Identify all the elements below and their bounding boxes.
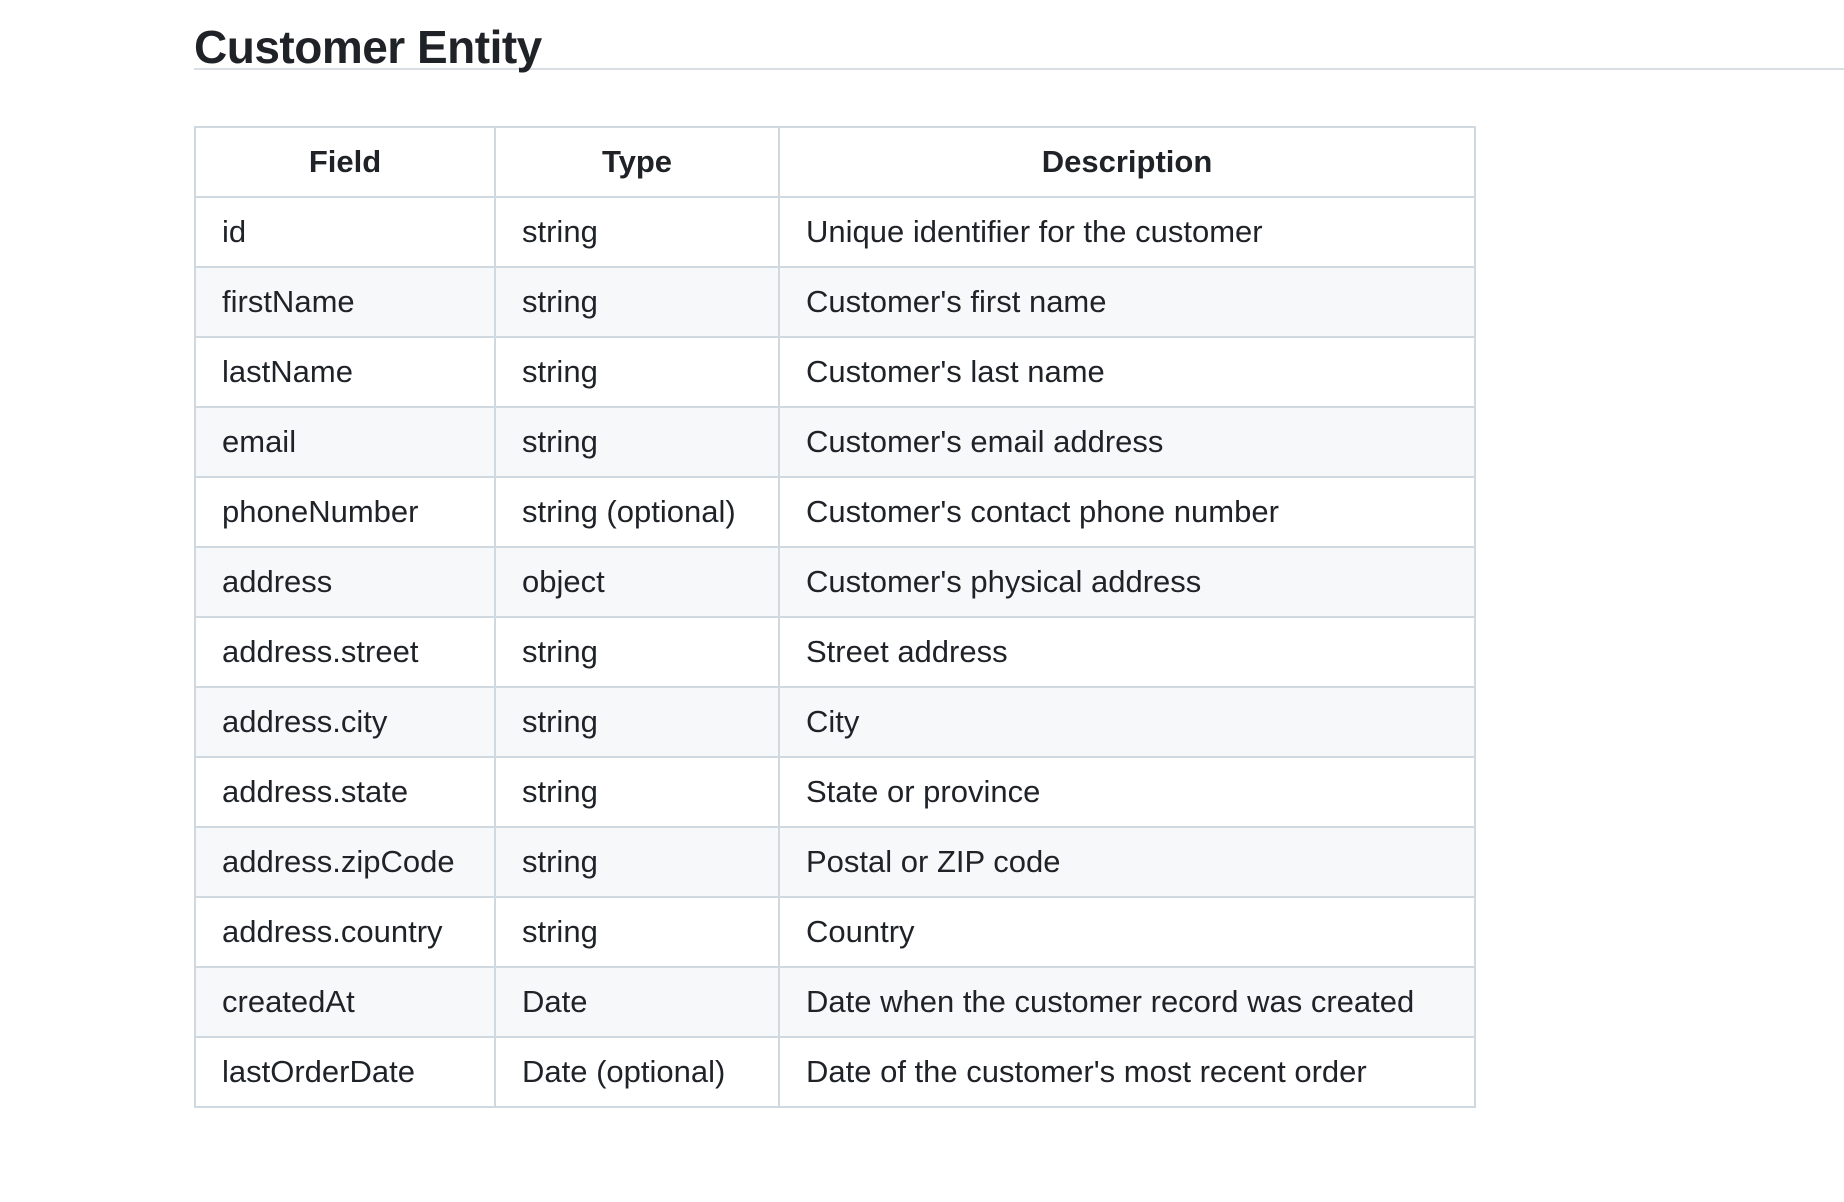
document: Customer Entity Field Type Description i…	[194, 0, 1844, 1108]
page-title: Customer Entity	[194, 0, 1844, 72]
cell-type: Date	[494, 966, 780, 1038]
table-row: lastName string Customer's last name	[194, 336, 1476, 408]
cell-field: lastName	[194, 336, 496, 408]
table-row: address.state string State or province	[194, 756, 1476, 828]
cell-type: string	[494, 336, 780, 408]
cell-field: lastOrderDate	[194, 1036, 496, 1108]
table-row: email string Customer's email address	[194, 406, 1476, 478]
table-row: address.street string Street address	[194, 616, 1476, 688]
cell-field: address.zipCode	[194, 826, 496, 898]
cell-field: address.street	[194, 616, 496, 688]
header-field: Field	[194, 126, 496, 198]
cell-description: Postal or ZIP code	[778, 826, 1476, 898]
table-row: id string Unique identifier for the cust…	[194, 196, 1476, 268]
cell-field: address.city	[194, 686, 496, 758]
cell-type: string	[494, 826, 780, 898]
cell-field: phoneNumber	[194, 476, 496, 548]
cell-type: string	[494, 406, 780, 478]
cell-field: firstName	[194, 266, 496, 338]
cell-type: Date (optional)	[494, 1036, 780, 1108]
cell-description: Customer's contact phone number	[778, 476, 1476, 548]
table-row: firstName string Customer's first name	[194, 266, 1476, 338]
cell-type: string	[494, 616, 780, 688]
cell-description: Customer's last name	[778, 336, 1476, 408]
cell-description: Customer's first name	[778, 266, 1476, 338]
table-body: id string Unique identifier for the cust…	[194, 196, 1476, 1108]
cell-description: Street address	[778, 616, 1476, 688]
cell-field: address.country	[194, 896, 496, 968]
table-row: address.city string City	[194, 686, 1476, 758]
cell-field: id	[194, 196, 496, 268]
entity-table: Field Type Description id string Unique …	[194, 126, 1476, 1108]
header-type: Type	[494, 126, 780, 198]
cell-type: string	[494, 196, 780, 268]
header-row: Field Type Description	[194, 126, 1476, 198]
cell-description: Date of the customer's most recent order	[778, 1036, 1476, 1108]
cell-field: email	[194, 406, 496, 478]
cell-description: Date when the customer record was create…	[778, 966, 1476, 1038]
cell-field: address.state	[194, 756, 496, 828]
cell-type: string	[494, 266, 780, 338]
cell-description: City	[778, 686, 1476, 758]
table-row: address.country string Country	[194, 896, 1476, 968]
cell-type: object	[494, 546, 780, 618]
table-row: lastOrderDate Date (optional) Date of th…	[194, 1036, 1476, 1108]
cell-description: Customer's physical address	[778, 546, 1476, 618]
cell-field: address	[194, 546, 496, 618]
table-header: Field Type Description	[194, 126, 1476, 198]
cell-description: Customer's email address	[778, 406, 1476, 478]
cell-description: State or province	[778, 756, 1476, 828]
cell-type: string	[494, 756, 780, 828]
table-row: createdAt Date Date when the customer re…	[194, 966, 1476, 1038]
cell-type: string	[494, 686, 780, 758]
table-row: phoneNumber string (optional) Customer's…	[194, 476, 1476, 548]
cell-field: createdAt	[194, 966, 496, 1038]
cell-description: Country	[778, 896, 1476, 968]
cell-description: Unique identifier for the customer	[778, 196, 1476, 268]
table-row: address.zipCode string Postal or ZIP cod…	[194, 826, 1476, 898]
header-description: Description	[778, 126, 1476, 198]
cell-type: string (optional)	[494, 476, 780, 548]
table-row: address object Customer's physical addre…	[194, 546, 1476, 618]
cell-type: string	[494, 896, 780, 968]
